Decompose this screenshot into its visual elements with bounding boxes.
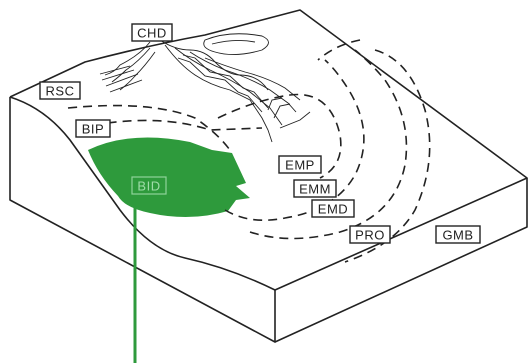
block-left-face (10, 97, 275, 342)
label-chd-text: CHD (137, 26, 167, 41)
label-emp: EMP (279, 156, 321, 173)
label-pro: PRO (350, 226, 390, 243)
ribbon-2 (183, 55, 268, 108)
label-emp-text: EMP (285, 158, 315, 173)
lobe-1 (204, 34, 269, 55)
label-emm-text: EMM (299, 182, 331, 197)
label-bip-text: BIP (82, 122, 104, 137)
distributary-2 (274, 104, 290, 118)
fan-line-4 (110, 80, 142, 92)
label-emd-text: EMD (318, 202, 348, 217)
label-gmb-text: GMB (442, 228, 473, 243)
label-bid-text: BID (137, 179, 160, 194)
label-emm: EMM (294, 180, 336, 197)
label-bip: BIP (76, 120, 110, 137)
lobe-2 (212, 40, 255, 44)
fan-line-3 (106, 74, 138, 86)
label-rsc: RSC (40, 82, 80, 99)
label-gmb: GMB (436, 226, 480, 243)
label-emd: EMD (312, 200, 354, 217)
distributary-3 (280, 112, 310, 128)
channel-line-3 (190, 52, 296, 112)
block-outline (10, 10, 527, 342)
label-chd: CHD (132, 24, 172, 41)
fan-lines (100, 66, 142, 92)
label-rsc-text: RSC (46, 84, 75, 99)
block-top-edge (10, 10, 527, 290)
channel-line-1 (165, 45, 272, 142)
label-pro-text: PRO (355, 228, 385, 243)
bid-deposit-fill (88, 138, 250, 218)
fan-line-2 (102, 70, 134, 80)
label-bid: BID (132, 177, 166, 194)
